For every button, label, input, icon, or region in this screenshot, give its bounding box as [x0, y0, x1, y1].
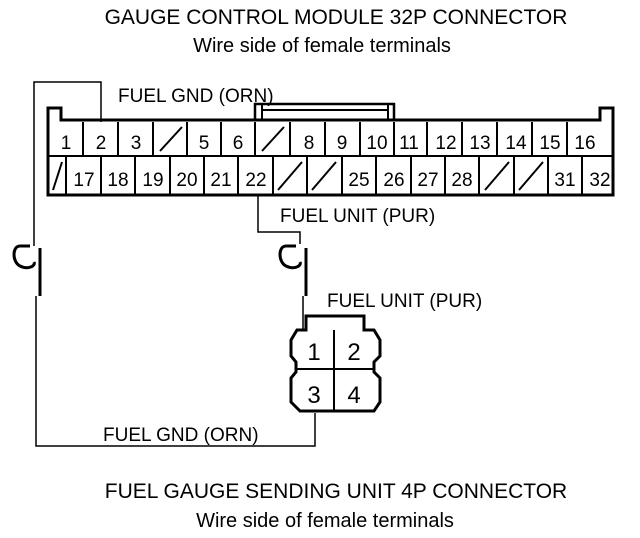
pin-19: 19 [142, 170, 163, 191]
pin-25: 25 [348, 170, 369, 191]
fuel-gnd-bottom-label: FUEL GND (ORN) [103, 425, 259, 446]
row1-dividers [82, 122, 568, 156]
bottom-connector-title: FUEL GAUGE SENDING UNIT 4P CONNECTOR [105, 480, 567, 503]
blank-cavity-slash [518, 161, 544, 191]
row2-dividers [65, 156, 583, 195]
pin-28: 28 [451, 170, 472, 191]
fuel-gnd-top-label: FUEL GND (ORN) [118, 86, 274, 107]
blank-cavity-slash [159, 126, 183, 152]
pin-22: 22 [245, 170, 266, 191]
pin-20: 20 [176, 170, 197, 191]
pin-13: 13 [469, 133, 490, 154]
pin-14: 14 [505, 133, 527, 154]
fuel-unit-wire-upper [257, 195, 301, 244]
gauge-control-module-32p-connector [46, 102, 615, 197]
pin-16: 16 [574, 133, 595, 154]
pin-1: 1 [61, 133, 72, 154]
connector-lock-tab [253, 102, 396, 120]
blank-cavity-slash [311, 161, 337, 191]
top-connector-subtitle: Wire side of female terminals [193, 35, 451, 57]
wires [12, 81, 316, 447]
pin-11: 11 [399, 133, 419, 154]
pin-9: 9 [337, 133, 348, 154]
sending-unit-pin-2: 2 [347, 339, 360, 366]
pin-8: 8 [304, 133, 315, 154]
fuel-gnd-wire-lower [35, 296, 316, 447]
blank-cavity-slash [261, 126, 285, 152]
sending-unit-pin-1: 1 [307, 339, 320, 366]
pin-31: 31 [554, 170, 575, 191]
fuel-unit-bottom-label: FUEL UNIT (PUR) [327, 291, 482, 312]
connector-shell [46, 106, 615, 197]
pin-21: 21 [210, 170, 231, 191]
blank-cavity-slash [277, 161, 303, 191]
inline-connector-middle [278, 244, 302, 270]
pin-10: 10 [366, 133, 387, 154]
top-connector-title: GAUGE CONTROL MODULE 32P CONNECTOR [105, 6, 568, 29]
row1-pins: 1 2 3 5 6 8 9 10 11 12 13 14 15 16 [61, 133, 596, 154]
fuel-gnd-wire-upper [33, 81, 102, 246]
pin-2: 2 [96, 133, 107, 154]
pin-5: 5 [199, 133, 210, 154]
fuel-gauge-sending-unit-4p-connector [289, 314, 382, 413]
fuel-unit-mid-label: FUEL UNIT (PUR) [280, 206, 435, 227]
sending-unit-pin-4: 4 [347, 382, 360, 409]
pin-17: 17 [73, 170, 94, 191]
blank-cavity-slash [484, 161, 510, 191]
inline-connector-left [12, 244, 36, 270]
pin-27: 27 [417, 170, 438, 191]
pin-3: 3 [131, 133, 142, 154]
sending-unit-connector-shell [289, 314, 382, 413]
blank-cavity-slashes [52, 126, 544, 191]
bottom-connector-subtitle: Wire side of female terminals [196, 510, 454, 532]
pin-32: 32 [589, 170, 610, 191]
row2-pins: 17 18 19 20 21 22 25 26 27 28 31 32 [73, 170, 610, 191]
pin-18: 18 [107, 170, 128, 191]
pin-6: 6 [233, 133, 244, 154]
sending-unit-pin-3: 3 [307, 382, 320, 409]
pin-26: 26 [383, 170, 404, 191]
pin-15: 15 [539, 133, 560, 154]
pin-12: 12 [435, 133, 456, 154]
blank-cavity-slash [52, 161, 63, 191]
